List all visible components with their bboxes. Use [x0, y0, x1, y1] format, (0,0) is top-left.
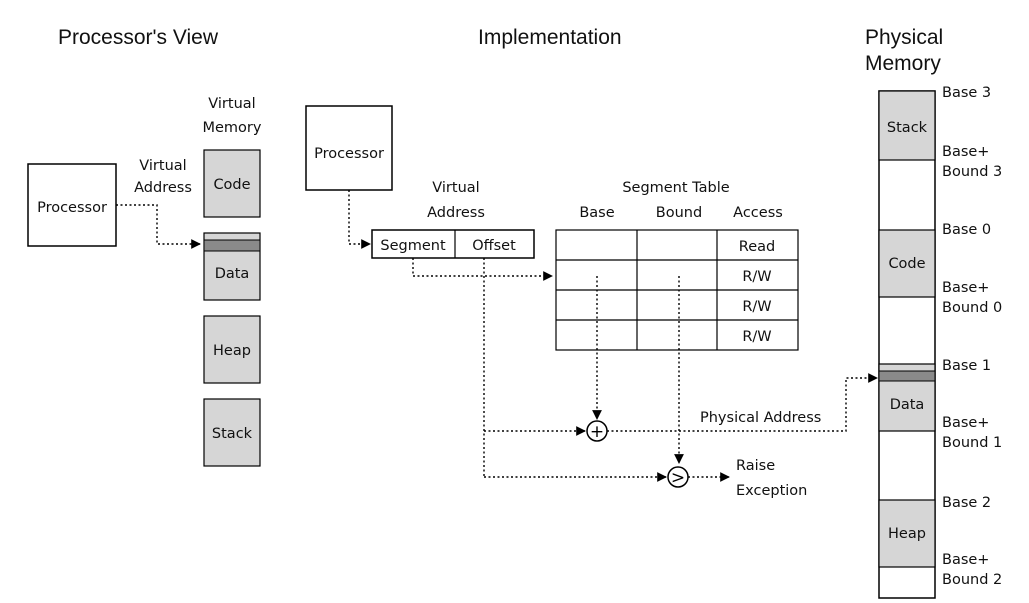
table-row-access: R/W [742, 329, 771, 345]
vm-data-band [203, 239, 261, 252]
col-bound: Bound [656, 205, 702, 221]
table-row-access: R/W [742, 299, 771, 315]
virtual-address-box [371, 229, 535, 259]
label-base-bound-0b: Bound 0 [942, 300, 1002, 316]
label-base-2: Base 2 [942, 495, 991, 511]
left-address-arrow [116, 204, 201, 249]
left-vm-label-1: Virtual [208, 96, 255, 112]
col-access: Access [733, 205, 783, 221]
heading-implementation: Implementation [478, 26, 622, 49]
label-base-1: Base 1 [942, 358, 991, 374]
pm-data-band [878, 370, 936, 382]
heading-processors-view: Processor's View [58, 26, 219, 49]
col-base: Base [579, 205, 614, 221]
segment-index-arrow [412, 258, 553, 281]
left-va-label-2: Address [134, 180, 192, 196]
vm-data-label: Data [215, 266, 250, 282]
pm-stack-label: Stack [887, 120, 928, 136]
adder-symbol: + [590, 422, 604, 442]
left-processor-label: Processor [37, 200, 107, 216]
raise-label-1: Raise [736, 458, 775, 474]
label-base-3: Base 3 [942, 85, 991, 101]
label-base-bound-1a: Base+ [942, 415, 989, 431]
label-base-0: Base 0 [942, 222, 991, 238]
vm-stack-segment [203, 398, 261, 467]
left-vm-label-2: Memory [203, 120, 262, 136]
label-base-bound-1b: Bound 1 [942, 435, 1002, 451]
label-base-bound-2b: Bound 2 [942, 572, 1002, 588]
mid-va-label-1: Virtual [432, 180, 479, 196]
label-base-bound-0a: Base+ [942, 280, 989, 296]
offset-field: Offset [472, 238, 516, 254]
raise-label-2: Exception [736, 483, 807, 499]
vm-heap-label: Heap [213, 343, 251, 359]
vm-heap-segment [203, 315, 261, 384]
physical-address-arrow [607, 373, 878, 432]
table-row-access: Read [739, 239, 775, 255]
mid-processor-label: Processor [314, 146, 384, 162]
pm-heap-label: Heap [888, 526, 926, 542]
label-base-bound-3b: Bound 3 [942, 164, 1002, 180]
heading-memory: Memory [865, 52, 941, 75]
mid-processor-arrow [348, 190, 371, 249]
vm-stack-label: Stack [212, 426, 253, 442]
vm-code-label: Code [213, 177, 250, 193]
label-base-bound-3a: Base+ [942, 144, 989, 160]
comparator-symbol: > [671, 468, 685, 488]
pm-heap-segment [878, 499, 936, 568]
segment-table: Read R/W R/W R/W [555, 229, 799, 351]
vm-code-segment [203, 149, 261, 218]
mid-va-label-2: Address [427, 205, 485, 221]
left-processor-box [27, 163, 117, 247]
label-base-bound-2a: Base+ [942, 552, 989, 568]
mid-processor-box [305, 105, 393, 191]
pm-code-label: Code [888, 256, 925, 272]
pm-code-segment [878, 229, 936, 298]
physical-address-label: Physical Address [700, 410, 821, 426]
table-row-access: R/W [742, 269, 771, 285]
left-va-label-1: Virtual [139, 158, 186, 174]
segment-table-title: Segment Table [622, 180, 729, 196]
heading-physical: Physical [865, 26, 943, 49]
segment-field: Segment [380, 238, 446, 254]
pm-stack-segment [878, 90, 936, 161]
pm-data-label: Data [890, 397, 925, 413]
